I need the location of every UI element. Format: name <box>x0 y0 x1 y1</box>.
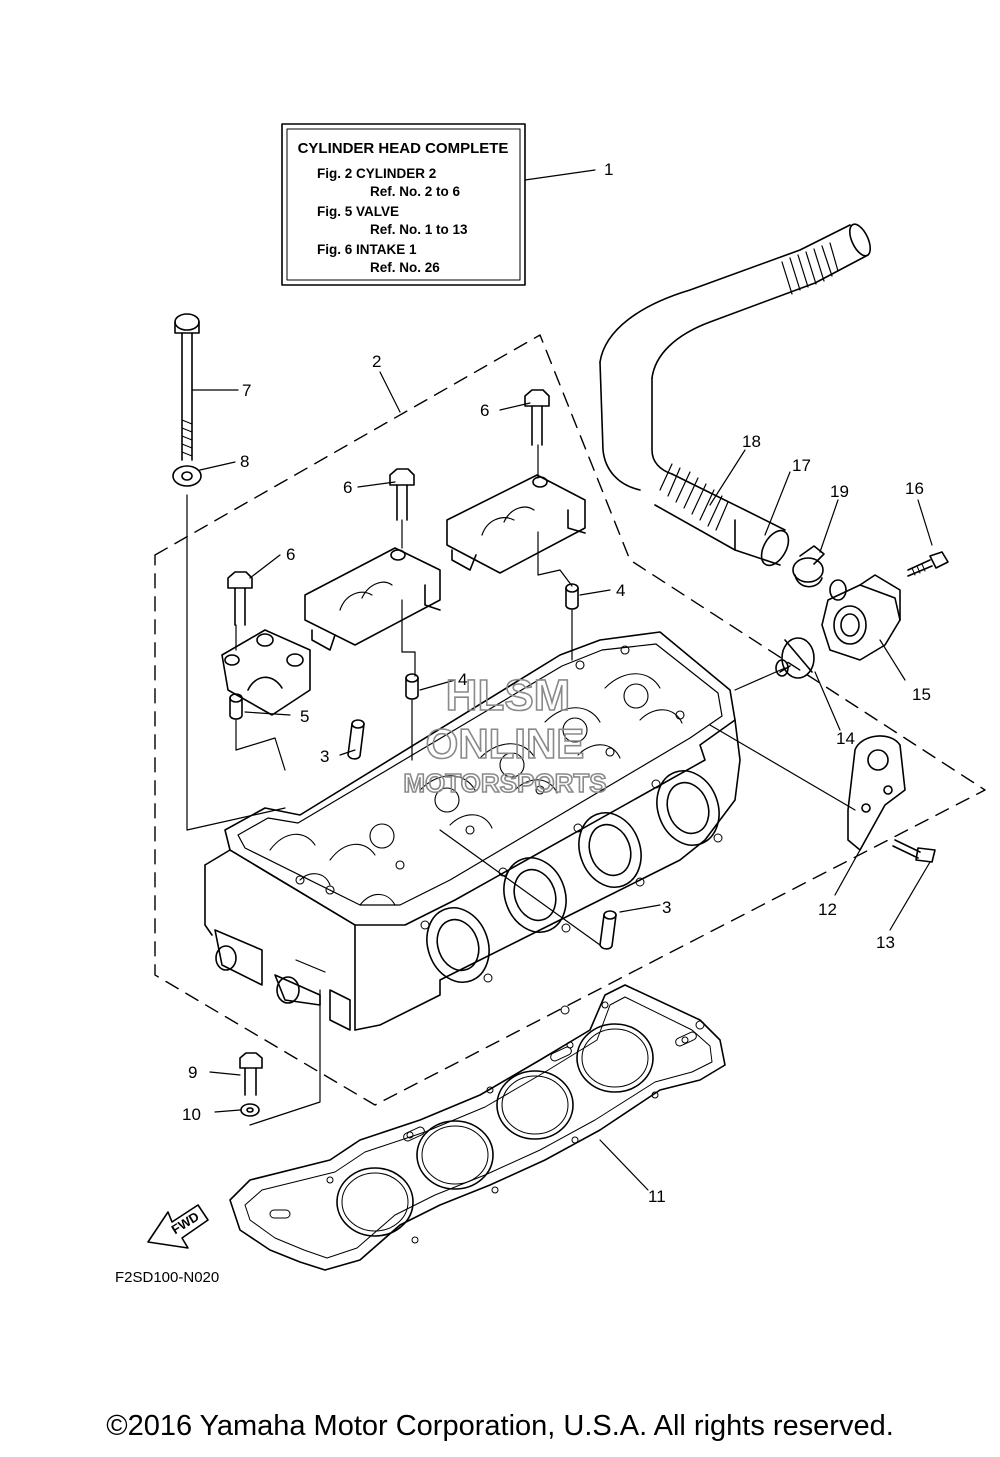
cap-bolt-6-rear <box>524 389 550 446</box>
valve-seal-3-right <box>599 910 617 950</box>
callout-6-middle: 6 <box>343 478 352 497</box>
callout-3-right: 3 <box>662 898 671 917</box>
thermostat-cover <box>821 574 901 661</box>
label-box <box>281 123 526 286</box>
cap-bolt-6-front <box>227 571 253 626</box>
watermark-line-2: ONLINE <box>426 720 585 767</box>
callout-6-front: 6 <box>286 545 295 564</box>
washer-8 <box>172 465 202 487</box>
label-box-line-5: Fig. 6 INTAKE 1 <box>317 242 417 257</box>
bolt-13 <box>892 839 936 863</box>
fwd-arrow <box>147 1204 209 1249</box>
dowel-5 <box>229 693 243 720</box>
long-bolt-7 <box>174 313 200 461</box>
callout-6-rear: 6 <box>480 401 489 420</box>
leader-lines <box>191 169 933 1191</box>
callout-18: 18 <box>742 432 761 451</box>
callout-14: 14 <box>836 729 855 748</box>
copyright-notice: ©2016 Yamaha Motor Corporation, U.S.A. A… <box>106 1410 894 1442</box>
callout-4-middle: 4 <box>458 670 467 689</box>
dowel-4-middle <box>405 673 419 700</box>
assembly-dashed-boundary <box>154 334 986 1106</box>
bolt-7-guide-line <box>186 494 286 831</box>
cap-bolt-6-middle <box>389 468 415 521</box>
camshaft-cap-rear <box>446 474 586 574</box>
label-box-title: CYLINDER HEAD COMPLETE <box>298 140 509 157</box>
callout-15: 15 <box>912 685 931 704</box>
callout-7: 7 <box>242 381 251 400</box>
assembly-guide-lines <box>235 444 856 1126</box>
callout-19: 19 <box>830 482 849 501</box>
camshaft-cap-middle <box>304 547 441 651</box>
callout-16: 16 <box>905 479 924 498</box>
label-box-line-6: Ref. No. 26 <box>370 260 440 275</box>
label-box-line-3: Fig. 5 VALVE <box>317 204 399 219</box>
bolt-16 <box>907 551 949 577</box>
callout-5: 5 <box>300 707 309 726</box>
callout-3-left: 3 <box>320 747 329 766</box>
cylinder-head-exploded-diagram: CYLINDER HEAD COMPLETE Fig. 2 CYLINDER 2… <box>115 123 986 1286</box>
callout-17: 17 <box>792 456 811 475</box>
head-gasket <box>229 984 726 1271</box>
callout-11: 11 <box>648 1187 666 1206</box>
cylinder-head-body <box>204 631 741 1031</box>
callout-13: 13 <box>876 933 895 952</box>
fwd-label: FWD <box>169 1209 202 1237</box>
thermostat <box>775 637 815 679</box>
callout-10: 10 <box>182 1105 201 1124</box>
label-box-line-1: Fig. 2 CYLINDER 2 <box>317 166 436 181</box>
water-hose <box>599 223 872 567</box>
callout-2: 2 <box>372 352 381 371</box>
hose-clamp <box>792 545 825 588</box>
callout-4-rear: 4 <box>616 581 625 600</box>
bolt-9 <box>239 1052 263 1096</box>
callout-12: 12 <box>818 900 837 919</box>
label-box-line-4: Ref. No. 1 to 13 <box>370 222 468 237</box>
callout-8: 8 <box>240 452 249 471</box>
callout-9: 9 <box>188 1063 197 1082</box>
watermark: HLSM ONLINE MOTORSPORTS <box>403 670 608 799</box>
washer-10 <box>240 1103 260 1117</box>
valve-seal-3-left <box>347 719 365 760</box>
camshaft-cap-front <box>221 629 311 716</box>
drawing-code: F2SD100-N020 <box>115 1269 219 1286</box>
watermark-line-3: MOTORSPORTS <box>403 768 606 798</box>
gasket-plate <box>847 735 906 851</box>
watermark-line-1: HLSM <box>446 671 571 720</box>
dowel-4-rear <box>565 583 579 610</box>
callout-1: 1 <box>604 160 613 179</box>
label-box-line-2: Ref. No. 2 to 6 <box>370 184 461 199</box>
